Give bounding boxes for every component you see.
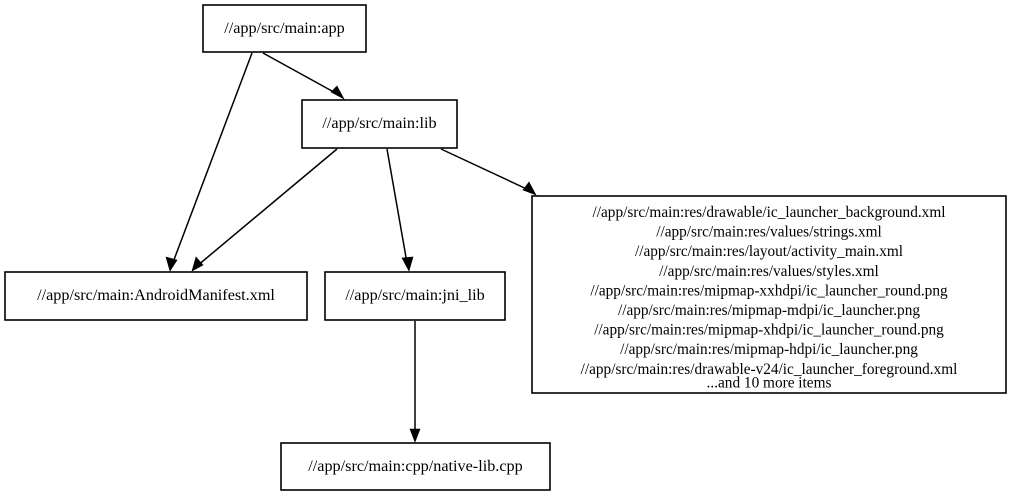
edge-jni-lib-to-native-lib <box>409 321 421 443</box>
node-app[interactable]: //app/src/main:app <box>202 4 367 53</box>
arrowhead-icon <box>522 181 537 196</box>
node-label: //app/src/main:AndroidManifest.xml <box>37 286 275 304</box>
edge-app-to-manifest <box>165 52 253 272</box>
resource-line: //app/src/main:res/mipmap-xxhdpi/ic_laun… <box>590 282 948 299</box>
node-label: //app/src/main:lib <box>322 114 436 132</box>
arrowhead-icon <box>191 256 204 272</box>
resource-line: //app/src/main:res/mipmap-mdpi/ic_launch… <box>618 302 920 319</box>
node-jni-lib[interactable]: //app/src/main:jni_lib <box>324 271 506 321</box>
edge-line <box>440 148 532 192</box>
node-box[interactable] <box>301 99 458 149</box>
resource-line: //app/src/main:res/layout/activity_main.… <box>635 243 903 260</box>
edge-lib-to-jni-lib <box>386 148 414 272</box>
arrowhead-icon <box>330 85 345 100</box>
resource-line: //app/src/main:res/values/styles.xml <box>659 263 879 280</box>
node-label: //app/src/main:jni_lib <box>345 286 484 304</box>
node-android-manifest[interactable]: //app/src/main:AndroidManifest.xml <box>4 271 308 321</box>
node-lib[interactable]: //app/src/main:lib <box>301 99 458 149</box>
resource-line: ...and 10 more items <box>707 375 832 392</box>
node-box[interactable] <box>531 195 1007 394</box>
edge-line <box>386 148 408 264</box>
resource-line: //app/src/main:res/drawable/ic_launcher_… <box>593 204 946 221</box>
node-box[interactable] <box>324 271 506 321</box>
edge-line <box>196 148 338 267</box>
edge-line <box>171 52 253 266</box>
edge-lib-to-resources <box>440 148 537 196</box>
node-native-lib-cpp[interactable]: //app/src/main:cpp/native-lib.cpp <box>280 442 551 491</box>
node-label: //app/src/main:cpp/native-lib.cpp <box>308 457 522 475</box>
node-resources-collection[interactable]: //app/src/main:res/drawable/ic_launcher_… <box>531 195 1007 394</box>
resource-line: //app/src/main:res/drawable-v24/ic_launc… <box>581 361 958 378</box>
resource-line: //app/src/main:res/mipmap-xhdpi/ic_launc… <box>594 322 944 339</box>
node-box[interactable] <box>202 4 367 53</box>
arrowhead-icon <box>401 256 414 272</box>
edge-lib-to-manifest <box>191 148 338 272</box>
node-box[interactable] <box>4 271 308 321</box>
arrowhead-icon <box>409 428 421 443</box>
edge-layer <box>165 52 537 443</box>
node-label: //app/src/main:app <box>224 19 344 37</box>
edge-app-to-lib <box>262 52 345 100</box>
edge-line <box>262 52 342 97</box>
arrowhead-icon <box>165 256 178 272</box>
node-box[interactable] <box>280 442 551 491</box>
resource-line: //app/src/main:res/mipmap-hdpi/ic_launch… <box>620 341 918 358</box>
resource-line: //app/src/main:res/values/strings.xml <box>656 224 882 241</box>
